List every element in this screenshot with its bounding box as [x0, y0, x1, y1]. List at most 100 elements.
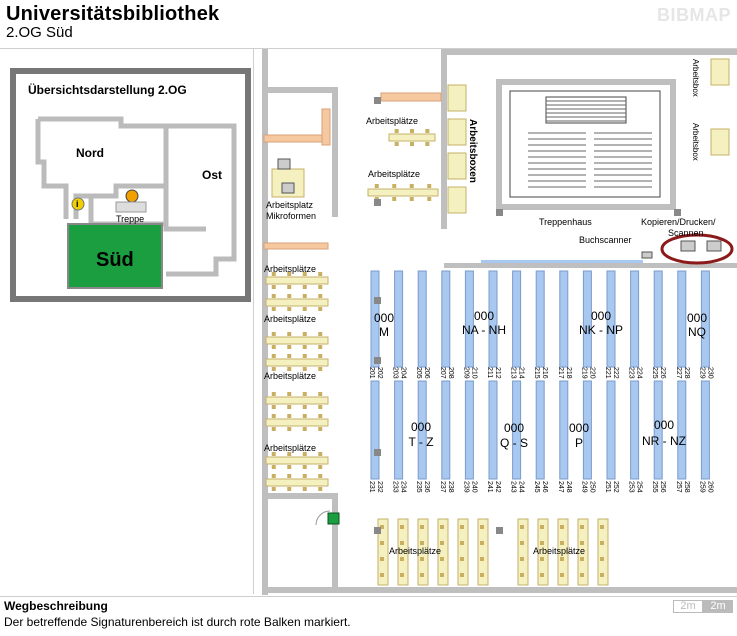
label-arbeitsplaetze-1: Arbeitsplätze — [366, 116, 418, 126]
chair — [580, 541, 584, 545]
chair — [392, 184, 397, 188]
chair — [302, 307, 307, 311]
shelf-bottom[interactable] — [512, 380, 522, 480]
shelf-number: 202 — [376, 367, 383, 379]
buchscanner-icon[interactable] — [641, 251, 653, 259]
sig-top-2-code: 000 — [591, 309, 611, 323]
shelf-bottom[interactable] — [582, 380, 592, 480]
chair — [287, 452, 292, 456]
shelf-number: 232 — [376, 481, 383, 493]
chair — [600, 573, 604, 577]
shelf-top[interactable] — [606, 270, 616, 368]
chair — [271, 405, 276, 409]
desk — [367, 188, 439, 197]
shelf-top[interactable] — [370, 270, 380, 368]
chair — [271, 474, 276, 478]
chair — [271, 367, 276, 371]
desk — [377, 518, 389, 586]
chair — [460, 525, 464, 529]
shelf-bottom[interactable] — [488, 380, 498, 480]
door-arc — [315, 510, 331, 526]
wall-stair-top — [496, 79, 676, 85]
chair — [302, 452, 307, 456]
chair — [302, 272, 307, 276]
shelf-bottom[interactable] — [417, 380, 427, 480]
wall-bottom — [262, 587, 737, 593]
chair — [302, 285, 307, 289]
desk — [437, 518, 449, 586]
info-icon[interactable] — [71, 197, 85, 211]
chair — [580, 573, 584, 577]
stair-steps — [528, 100, 652, 188]
shelf-bottom[interactable] — [606, 380, 616, 480]
chair — [400, 541, 404, 545]
shelf-number: 206 — [423, 367, 430, 379]
shelf-bottom[interactable] — [464, 380, 474, 480]
shelf-number: 246 — [541, 481, 548, 493]
chair — [400, 573, 404, 577]
shelf-number: 236 — [423, 481, 430, 493]
shelf-top[interactable] — [512, 270, 522, 368]
shelf-bottom[interactable] — [700, 380, 710, 480]
shelf-top[interactable] — [653, 270, 663, 368]
chair — [580, 557, 584, 561]
exit-icon[interactable] — [327, 512, 340, 525]
scanner-icon[interactable] — [706, 240, 722, 252]
copier-highlight[interactable] — [660, 233, 734, 265]
shelf-bottom[interactable] — [653, 380, 663, 480]
sig-bot-1-code: 000 — [504, 421, 524, 435]
wall-top-right — [441, 49, 737, 55]
shelf-top[interactable] — [464, 270, 474, 368]
shelf-top[interactable] — [677, 270, 687, 368]
shelf-top[interactable] — [417, 270, 427, 368]
stair-icon — [125, 189, 139, 203]
shelf-number: 223 — [628, 367, 635, 379]
chair — [480, 541, 484, 545]
shelf-bottom[interactable] — [370, 380, 380, 480]
chair — [540, 525, 544, 529]
shelf-top[interactable] — [535, 270, 545, 368]
scale-bar: 2m 2m — [673, 600, 733, 613]
scale-segment-dark: 2m — [703, 600, 733, 613]
shelf-bottom[interactable] — [535, 380, 545, 480]
shelf-top[interactable] — [488, 270, 498, 368]
shelf-bottom[interactable] — [394, 380, 404, 480]
chair — [318, 345, 323, 349]
shelf-bottom[interactable] — [441, 380, 451, 480]
chair — [374, 184, 379, 188]
copier-icon[interactable] — [680, 240, 696, 252]
chair — [302, 345, 307, 349]
sig-top-3-code: 000 — [687, 311, 707, 325]
chair — [460, 557, 464, 561]
shelf-number: 225 — [651, 367, 658, 379]
shelf-top[interactable] — [630, 270, 640, 368]
chair — [318, 294, 323, 298]
chair — [540, 573, 544, 577]
shelf-top[interactable] — [394, 270, 404, 368]
overview-sued-area[interactable] — [67, 223, 163, 289]
arbeitsboxen — [447, 58, 730, 214]
sig-top-3-range: NQ — [688, 325, 706, 339]
shelf-bottom[interactable] — [630, 380, 640, 480]
chair — [271, 465, 276, 469]
shelf-bottom[interactable] — [677, 380, 687, 480]
chair — [460, 573, 464, 577]
shelf-top[interactable] — [582, 270, 592, 368]
shelf-top[interactable] — [700, 270, 710, 368]
wall-stair-outer — [496, 79, 502, 209]
shelf-number: 222 — [612, 367, 619, 379]
shelf-number: 205 — [415, 367, 422, 379]
chair — [302, 392, 307, 396]
chair — [318, 354, 323, 358]
shelf-number: 212 — [494, 367, 501, 379]
shelf-top[interactable] — [559, 270, 569, 368]
label-arbeitsplaetze-3: Arbeitsplätze — [264, 264, 316, 274]
chair — [287, 367, 292, 371]
shelf-number: 234 — [400, 481, 407, 493]
mikroformen-equipment[interactable] — [271, 158, 305, 198]
label-mikro-2: Mikroformen — [266, 211, 316, 221]
shelf-bottom[interactable] — [559, 380, 569, 480]
sig-top-0-range: M — [379, 325, 389, 339]
shelf-top[interactable] — [441, 270, 451, 368]
desk — [557, 518, 569, 586]
